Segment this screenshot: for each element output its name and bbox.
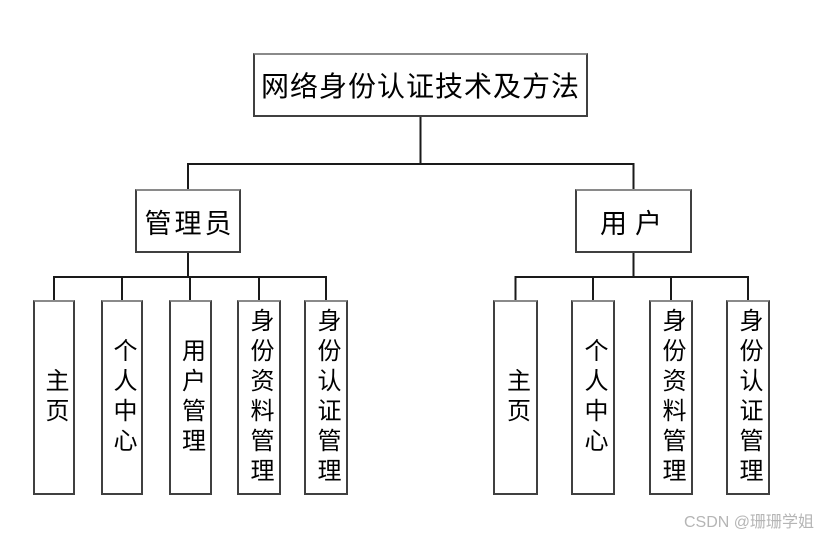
node-admin: 管理员	[135, 189, 241, 253]
node-label: 身份资料管理	[246, 307, 272, 488]
csdn-watermark: CSDN @珊珊学姐	[684, 514, 815, 531]
node-label: 身份资料管理	[658, 307, 684, 488]
node-label: 身份认证管理	[735, 307, 761, 488]
node-admin-home: 主页	[33, 300, 75, 495]
node-user-personal-center: 个人中心	[571, 300, 615, 495]
node-root: 网络身份认证技术及方法	[253, 53, 588, 117]
node-user-identity-auth-management: 身份认证管理	[726, 300, 770, 495]
node-user-home: 主页	[493, 300, 538, 495]
node-label: 身份认证管理	[313, 307, 339, 488]
node-admin-label: 管理员	[144, 208, 235, 239]
node-admin-user-management: 用户管理	[169, 300, 212, 495]
node-label: 主页	[41, 367, 67, 428]
node-user-identity-profile-management: 身份资料管理	[649, 300, 693, 495]
node-user-label: 用户	[600, 208, 670, 239]
node-root-label: 网络身份认证技术及方法	[260, 72, 580, 103]
node-admin-identity-auth-management: 身份认证管理	[304, 300, 348, 495]
node-label: 主页	[502, 367, 529, 428]
node-admin-personal-center: 个人中心	[101, 300, 143, 495]
node-label: 用户管理	[177, 337, 204, 458]
node-label: 个人中心	[109, 337, 135, 458]
node-user: 用户	[575, 189, 692, 253]
node-admin-identity-profile-management: 身份资料管理	[237, 300, 281, 495]
node-label: 个人中心	[580, 337, 606, 458]
